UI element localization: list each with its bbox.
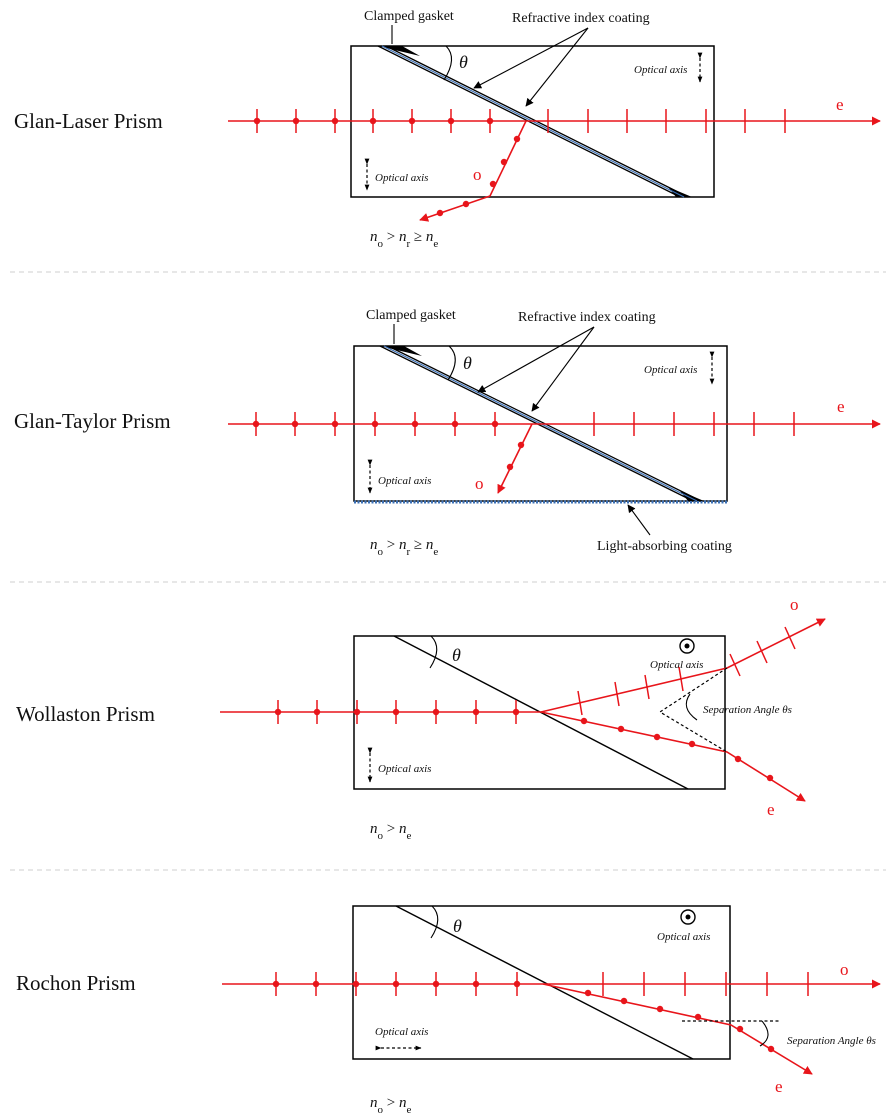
theta-arc bbox=[430, 905, 439, 939]
e-ray-dot bbox=[584, 989, 592, 997]
optical-axis-label: Optical axis bbox=[650, 659, 703, 671]
e-ray-label: e bbox=[767, 800, 775, 819]
theta-arc bbox=[429, 635, 438, 669]
o-ray-dot bbox=[513, 135, 521, 143]
prism-body bbox=[352, 905, 731, 1060]
e-ray-label: e bbox=[775, 1077, 783, 1096]
e-ray-dot bbox=[656, 1005, 664, 1013]
e-ray-label: e bbox=[837, 397, 845, 416]
theta-arc bbox=[447, 345, 456, 381]
index-condition: no > ne bbox=[370, 821, 411, 842]
clamped-gasket-label: Clamped gasket bbox=[366, 308, 456, 323]
refractive-coating-label: Refractive index coating bbox=[512, 11, 650, 26]
e-ray-dot bbox=[734, 755, 742, 763]
separation-angle-arc bbox=[759, 1020, 769, 1047]
separation-angle-lines bbox=[658, 667, 728, 753]
e-ray-dot bbox=[653, 733, 661, 741]
cement-interface bbox=[395, 905, 694, 1060]
coating-arrow bbox=[473, 27, 589, 89]
coating-arrow bbox=[477, 326, 595, 393]
optical-axis-out-of-plane-icon bbox=[680, 909, 696, 925]
index-condition: no > nr ≥ ne bbox=[370, 229, 438, 250]
clamped-gasket bbox=[380, 346, 422, 356]
e-ray-dot bbox=[766, 774, 774, 782]
prism-name: Glan-Laser Prism bbox=[14, 109, 163, 133]
prism-name: Rochon Prism bbox=[16, 971, 136, 995]
coating-arrow bbox=[531, 326, 595, 412]
clamped-gasket bbox=[378, 46, 420, 56]
e-ray-label: e bbox=[836, 95, 844, 114]
e-ray-dot bbox=[580, 717, 588, 725]
o-ray-ticks bbox=[577, 626, 796, 716]
refractive-coating-label: Refractive index coating bbox=[518, 310, 656, 325]
e-ray-dot bbox=[620, 997, 628, 1005]
o-ray-label: o bbox=[473, 165, 482, 184]
clamped-gasket-label: Clamped gasket bbox=[364, 9, 454, 24]
incident-ticks bbox=[274, 700, 520, 724]
rochon-prism: Rochon Prism θ Optical axis Optical axis bbox=[16, 905, 881, 1116]
e-ray bbox=[542, 983, 813, 1075]
o-ray-label: o bbox=[840, 960, 849, 979]
index-condition: no > nr ≥ ne bbox=[370, 537, 438, 558]
e-ray-dot bbox=[694, 1013, 702, 1021]
prism-name: Wollaston Prism bbox=[16, 702, 155, 726]
optical-axis-label: Optical axis bbox=[378, 763, 431, 775]
o-ray-dot bbox=[436, 209, 444, 217]
o-ray-dot bbox=[506, 463, 514, 471]
o-ray-dot bbox=[462, 200, 470, 208]
theta-label: θ bbox=[452, 645, 461, 665]
incident-ticks bbox=[252, 412, 499, 436]
e-ray-dot bbox=[736, 1025, 744, 1033]
incident-ticks bbox=[272, 972, 521, 996]
optical-axis-label: Optical axis bbox=[375, 1026, 428, 1038]
theta-label: θ bbox=[453, 916, 462, 936]
e-ray-dot bbox=[688, 740, 696, 748]
o-ray bbox=[497, 423, 533, 494]
wollaston-prism: Wollaston Prism θ Optical axis Optical a… bbox=[16, 595, 826, 842]
optical-axis-label: Optical axis bbox=[644, 364, 697, 376]
optical-axis-label: Optical axis bbox=[378, 475, 431, 487]
theta-label: θ bbox=[459, 52, 468, 72]
coating-arrow bbox=[525, 27, 589, 107]
o-ray-label: o bbox=[790, 595, 799, 614]
index-condition: no > ne bbox=[370, 1095, 411, 1116]
separation-angle-label: Separation Angle θs bbox=[787, 1035, 876, 1047]
e-ray-ticks bbox=[593, 412, 795, 436]
o-ray-dot bbox=[489, 180, 497, 188]
o-ray-ticks bbox=[602, 972, 809, 996]
o-ray-dot bbox=[500, 158, 508, 166]
glan-laser-prism: Glan-Laser Prism θ Clamped gasket Refrac… bbox=[14, 9, 881, 250]
e-ray bbox=[540, 711, 806, 802]
prism-name: Glan-Taylor Prism bbox=[14, 409, 171, 433]
theta-label: θ bbox=[463, 353, 472, 373]
separation-angle-arc bbox=[685, 693, 698, 721]
e-ray-ticks bbox=[547, 109, 786, 133]
optical-axis-label: Optical axis bbox=[375, 172, 428, 184]
absorbing-arrow bbox=[627, 504, 651, 536]
optical-axis-label: Optical axis bbox=[657, 931, 710, 943]
e-ray-dot bbox=[767, 1045, 775, 1053]
light-absorbing-label: Light-absorbing coating bbox=[597, 539, 732, 554]
o-ray bbox=[419, 120, 527, 222]
theta-arc bbox=[443, 45, 453, 81]
incident-ticks bbox=[253, 109, 494, 133]
o-ray-dot bbox=[517, 441, 525, 449]
glan-taylor-prism: Glan-Taylor Prism θ Clamped gasket Refra… bbox=[14, 308, 881, 558]
optical-axis-label: Optical axis bbox=[634, 64, 687, 76]
separation-angle-label: Separation Angle θs bbox=[703, 704, 792, 716]
o-ray-label: o bbox=[475, 474, 484, 493]
optical-axis-out-of-plane-icon bbox=[679, 638, 695, 654]
e-ray-dot bbox=[617, 725, 625, 733]
